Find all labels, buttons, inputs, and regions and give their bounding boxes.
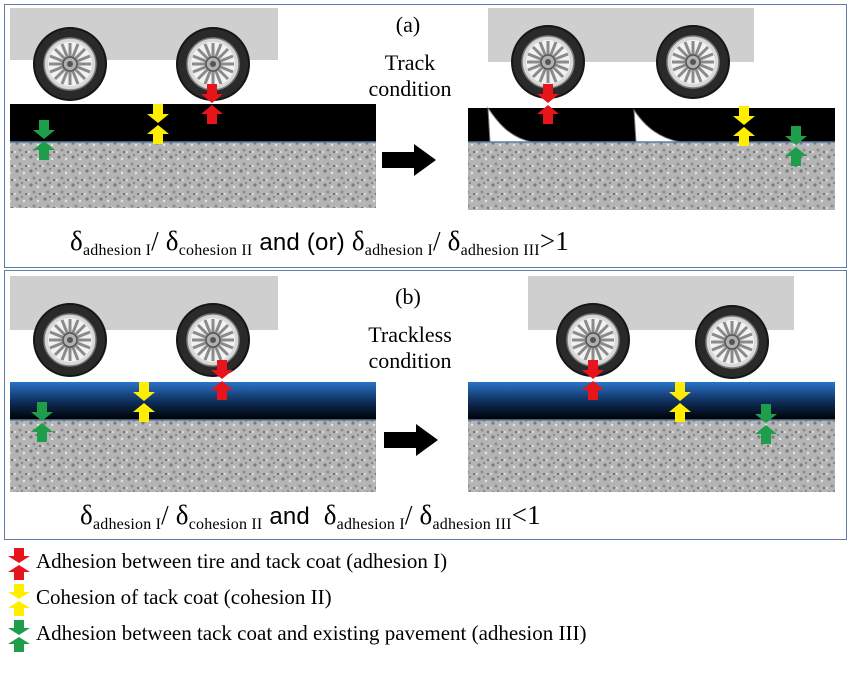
pavement-a-right: [468, 142, 835, 210]
delta-symbol: δ: [419, 500, 433, 530]
legend-item-cohesion-ii: Cohesion of tack coat (cohesion II): [4, 582, 586, 618]
connector-text: and: [262, 503, 324, 530]
panel-a-condition-line2: condition: [368, 76, 452, 101]
pavement-a-left: [10, 142, 376, 208]
subscript: adhesion I: [82, 242, 152, 259]
formula-b: δadhesion I/ δcohesion II and δadhesion …: [80, 500, 541, 534]
wheel-b-left-1: [31, 301, 109, 379]
legend-item-adhesion-iii: Adhesion between tack coat and existing …: [4, 618, 586, 654]
legend-text: Adhesion between tack coat and existing …: [36, 621, 587, 645]
legend: Adhesion between tire and tack coat (adh…: [4, 546, 586, 654]
subscript: cohesion II: [188, 516, 263, 533]
wheel-a-left-1: [31, 25, 109, 103]
yellow-arrow-icon: [8, 584, 30, 616]
division-slash: /: [161, 500, 176, 530]
subscript: adhesion I: [364, 242, 433, 259]
red-arrow-icon: [8, 548, 30, 580]
green-arrow-icon: [8, 620, 30, 652]
subscript: adhesion I: [92, 516, 162, 533]
wheel-a-right-2: [654, 23, 732, 101]
subscript: adhesion III: [460, 242, 540, 259]
delta-symbol: δ: [447, 226, 461, 256]
panel-b-condition-line2: condition: [368, 348, 452, 373]
relation: >1: [539, 226, 569, 256]
connector-text: and (or): [252, 229, 352, 256]
division-slash: /: [151, 226, 166, 256]
division-slash: /: [432, 226, 448, 256]
panel-b-condition-line1: Trackless: [368, 322, 452, 347]
tack-coat-a-left: [10, 104, 376, 142]
legend-text: Adhesion between tire and tack coat (adh…: [36, 549, 448, 573]
subscript: cohesion II: [178, 242, 253, 259]
pavement-b-left: [10, 420, 376, 492]
tack-coat-b-left: [10, 382, 376, 420]
delta-symbol: δ: [323, 500, 337, 530]
legend-item-adhesion-i: Adhesion between tire and tack coat (adh…: [4, 546, 586, 582]
delta-symbol: δ: [351, 226, 365, 256]
transition-arrow-b: [384, 424, 438, 456]
panel-b-condition: Trackless condition: [330, 322, 490, 374]
panel-a-condition: Track condition: [340, 50, 480, 102]
panel-b-label: (b): [395, 284, 421, 309]
delta-symbol: δ: [80, 500, 93, 530]
wheel-b-left-2: [174, 301, 252, 379]
panel-a-condition-line1: Track: [384, 50, 436, 75]
delta-symbol: δ: [70, 226, 83, 256]
subscript: adhesion I: [336, 516, 405, 533]
legend-text: Cohesion of tack coat (cohesion II): [36, 585, 332, 609]
relation: <1: [511, 500, 541, 530]
formula-a: δadhesion I/ δcohesion II and (or) δadhe…: [70, 226, 569, 260]
wheel-b-right-2: [693, 303, 771, 381]
tack-coat-b-right: [468, 382, 835, 420]
delta-symbol: δ: [165, 226, 179, 256]
pavement-b-right: [468, 420, 835, 492]
transition-arrow-a: [382, 144, 436, 176]
division-slash: /: [404, 500, 420, 530]
panel-a-label: (a): [395, 12, 421, 37]
delta-symbol: δ: [175, 500, 189, 530]
subscript: adhesion III: [432, 516, 512, 533]
